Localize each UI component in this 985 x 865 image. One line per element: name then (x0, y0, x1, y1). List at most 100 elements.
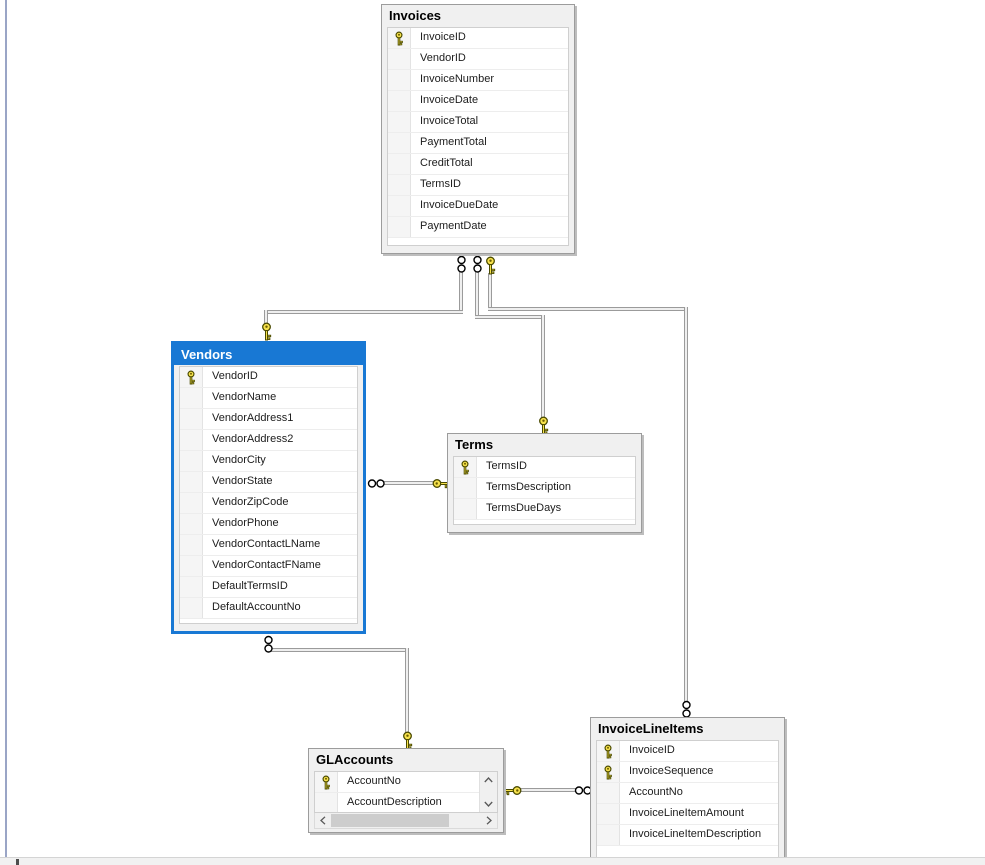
many-end-icon[interactable] (367, 477, 386, 490)
column-row-terms[interactable]: TermsDueDays (454, 499, 635, 520)
column-row-vendors[interactable]: VendorName (180, 388, 357, 409)
scroll-up-icon[interactable] (480, 772, 497, 788)
table-title-glaccounts[interactable]: GLAccounts (316, 752, 394, 767)
relationship-line[interactable] (264, 310, 463, 314)
column-name: InvoiceTotal (420, 115, 479, 127)
column-name: VendorID (420, 52, 466, 64)
key-cell-empty (388, 70, 411, 90)
relationship-line[interactable] (459, 271, 463, 314)
relationship-line[interactable] (405, 648, 409, 734)
column-name: InvoiceLineItemDescription (629, 828, 762, 840)
key-cell-empty (388, 91, 411, 111)
relationship-line[interactable] (488, 307, 688, 311)
table-title-invoices[interactable]: Invoices (389, 8, 442, 23)
column-row-vendors[interactable]: VendorZipCode (180, 493, 357, 514)
scroll-down-icon[interactable] (480, 796, 497, 812)
column-row-invoices[interactable]: PaymentTotal (388, 133, 568, 154)
horizontal-scrollbar[interactable] (314, 812, 498, 829)
column-name: InvoiceID (629, 744, 675, 756)
column-row-vendors[interactable]: DefaultAccountNo (180, 598, 357, 619)
table-title-vendors[interactable]: Vendors (174, 344, 363, 365)
key-cell-empty (454, 478, 477, 498)
column-name: AccountDescription (347, 796, 442, 808)
many-end-icon[interactable] (262, 635, 275, 654)
key-one-end-icon[interactable] (260, 322, 273, 341)
relationship-line[interactable] (684, 307, 688, 702)
column-row-vendors[interactable]: VendorContactFName (180, 556, 357, 577)
column-row-vendors[interactable]: VendorContactLName (180, 535, 357, 556)
table-title-terms[interactable]: Terms (455, 437, 494, 452)
scroll-right-icon[interactable] (481, 813, 497, 828)
column-row-glaccounts[interactable]: AccountDescription (315, 793, 497, 812)
key-cell-empty (180, 409, 203, 429)
column-row-vendors[interactable]: VendorState (180, 472, 357, 493)
column-row-invoicelineitems[interactable]: InvoiceID (597, 741, 778, 762)
relationship-line[interactable] (541, 315, 545, 418)
relationship-line[interactable] (384, 481, 436, 485)
column-row-invoices[interactable]: InvoiceDueDate (388, 196, 568, 217)
column-row-invoices[interactable]: VendorID (388, 49, 568, 70)
column-row-vendors[interactable]: VendorCity (180, 451, 357, 472)
column-row-invoicelineitems[interactable]: InvoiceLineItemDescription (597, 825, 778, 846)
many-end-icon[interactable] (680, 700, 693, 719)
key-one-end-icon[interactable] (503, 784, 522, 797)
column-row-invoicelineitems[interactable]: InvoiceLineItemAmount (597, 804, 778, 825)
column-row-invoices[interactable]: InvoiceNumber (388, 70, 568, 91)
column-row-invoices[interactable]: TermsID (388, 175, 568, 196)
key-one-end-icon[interactable] (432, 477, 451, 490)
column-name: VendorState (212, 475, 273, 487)
column-row-vendors[interactable]: DefaultTermsID (180, 577, 357, 598)
relationship-line[interactable] (519, 788, 578, 792)
column-name: AccountNo (347, 775, 401, 787)
key-cell-empty (180, 472, 203, 492)
column-name: InvoiceDate (420, 94, 479, 106)
many-end-icon[interactable] (455, 255, 468, 274)
column-row-invoices[interactable]: PaymentDate (388, 217, 568, 238)
column-row-invoices[interactable]: InvoiceTotal (388, 112, 568, 133)
key-cell-empty (180, 388, 203, 408)
primary-key-icon (597, 741, 620, 761)
column-row-invoicelineitems[interactable]: AccountNo (597, 783, 778, 804)
key-cell-empty (388, 154, 411, 174)
bottom-scrollbar[interactable] (0, 857, 985, 865)
key-one-end-icon[interactable] (401, 731, 414, 750)
column-row-invoicelineitems[interactable]: InvoiceSequence (597, 762, 778, 783)
column-row-invoices[interactable]: InvoiceDate (388, 91, 568, 112)
relationship-line[interactable] (266, 648, 409, 652)
scrollbar-notch (16, 859, 19, 865)
column-name: TermsDueDays (486, 502, 562, 514)
key-cell-empty (597, 804, 620, 824)
column-row-vendors[interactable]: VendorAddress1 (180, 409, 357, 430)
column-name: VendorAddress2 (212, 433, 294, 445)
key-cell-empty (597, 825, 620, 845)
many-end-icon[interactable] (574, 784, 593, 797)
column-row-vendors[interactable]: VendorPhone (180, 514, 357, 535)
relationship-line[interactable] (475, 271, 479, 319)
scroll-left-icon[interactable] (315, 813, 331, 828)
many-end-icon[interactable] (471, 255, 484, 274)
column-row-invoices[interactable]: CreditTotal (388, 154, 568, 175)
column-row-vendors[interactable]: VendorAddress2 (180, 430, 357, 451)
scrollbar-thumb[interactable] (331, 814, 449, 827)
column-row-terms[interactable]: TermsDescription (454, 478, 635, 499)
key-cell-empty (388, 175, 411, 195)
column-row-glaccounts[interactable]: AccountNo (315, 772, 497, 793)
key-one-end-icon[interactable] (484, 256, 497, 275)
relationship-line[interactable] (488, 273, 492, 311)
key-cell-empty (388, 133, 411, 153)
vertical-scrollbar[interactable] (479, 772, 497, 812)
column-row-terms[interactable]: TermsID (454, 457, 635, 478)
relationship-line[interactable] (264, 310, 268, 324)
column-row-vendors[interactable]: VendorID (180, 367, 357, 388)
column-row-invoices[interactable]: InvoiceID (388, 28, 568, 49)
table-title-invoicelineitems[interactable]: InvoiceLineItems (598, 721, 704, 736)
relationship-line[interactable] (475, 315, 545, 319)
column-name: VendorZipCode (212, 496, 289, 508)
